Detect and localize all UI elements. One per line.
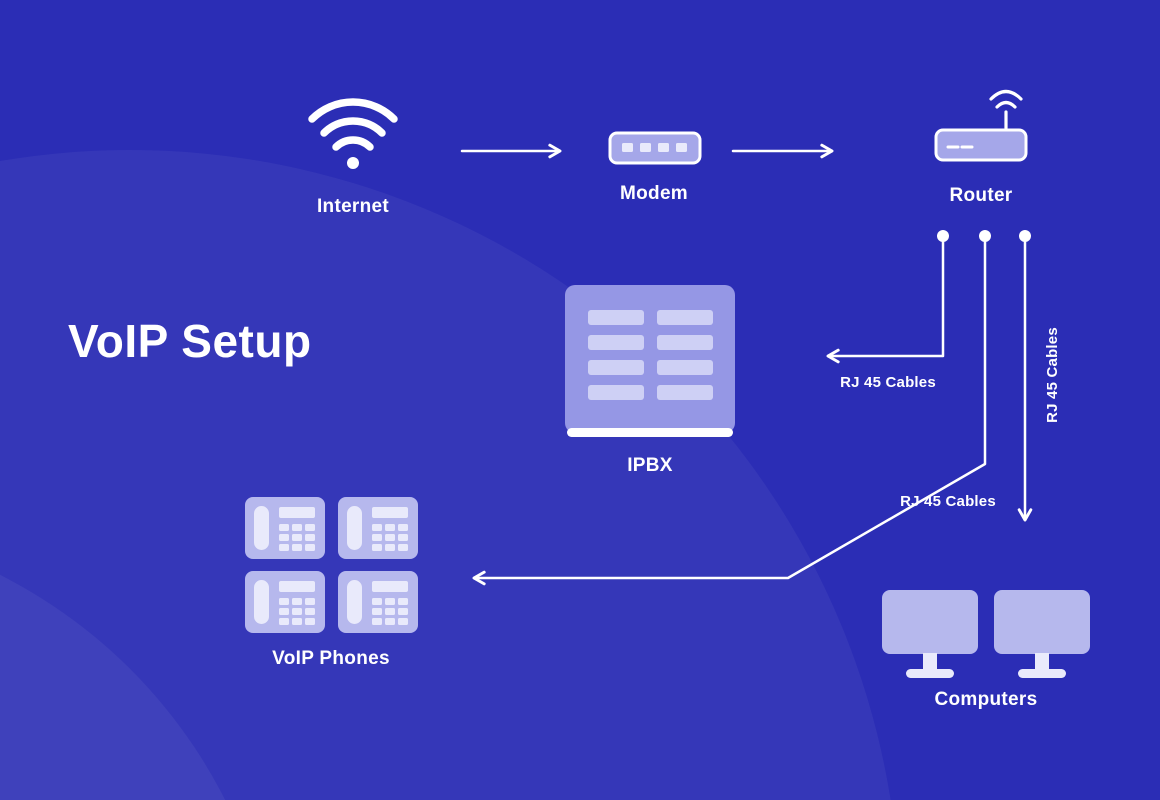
router-antenna-wave-2 [989,89,1023,101]
cable-label-phones: RJ 45 Cables [900,493,996,510]
router-node: Router [934,89,1028,206]
computers-label: Computers [935,689,1038,710]
cable-label-ipbx: RJ 45 Cables [840,374,936,391]
background-blob-large [0,150,891,800]
internet-label: Internet [317,196,389,217]
voip-phone-icon [245,571,325,633]
voip-phone-icon [245,497,325,559]
router-label: Router [949,185,1012,206]
router-antenna-wave-1 [995,100,1017,109]
router-port-dot [937,230,949,242]
background-blob-small [0,574,226,800]
computers-node: Computers [882,590,1090,710]
ipbx-node: IPBX [565,285,735,476]
router-port-dot [979,230,991,242]
server-base-bar [567,428,733,437]
voip-phones-label: VoIP Phones [272,648,390,669]
server-body [565,285,735,433]
server-slots [588,310,713,400]
modem-node: Modem [608,131,702,204]
router-icon [934,89,1028,162]
cable-label-computers: RJ 45 Cables [1044,327,1061,423]
server-icon [565,285,735,437]
ipbx-label: IPBX [627,455,673,476]
page-title: VoIP Setup [68,315,312,367]
voip-phones-node: VoIP Phones [245,497,418,669]
voip-phone-icon [338,497,418,559]
wifi-icon [308,98,398,169]
modem-label: Modem [620,183,688,204]
cable-router-to-phones [472,240,987,586]
modem-icon [608,131,702,165]
cable-router-to-ipbx [826,240,945,364]
internet-node: Internet [308,98,398,217]
router-port-dot [1019,230,1031,242]
voip-phone-icon [338,571,418,633]
